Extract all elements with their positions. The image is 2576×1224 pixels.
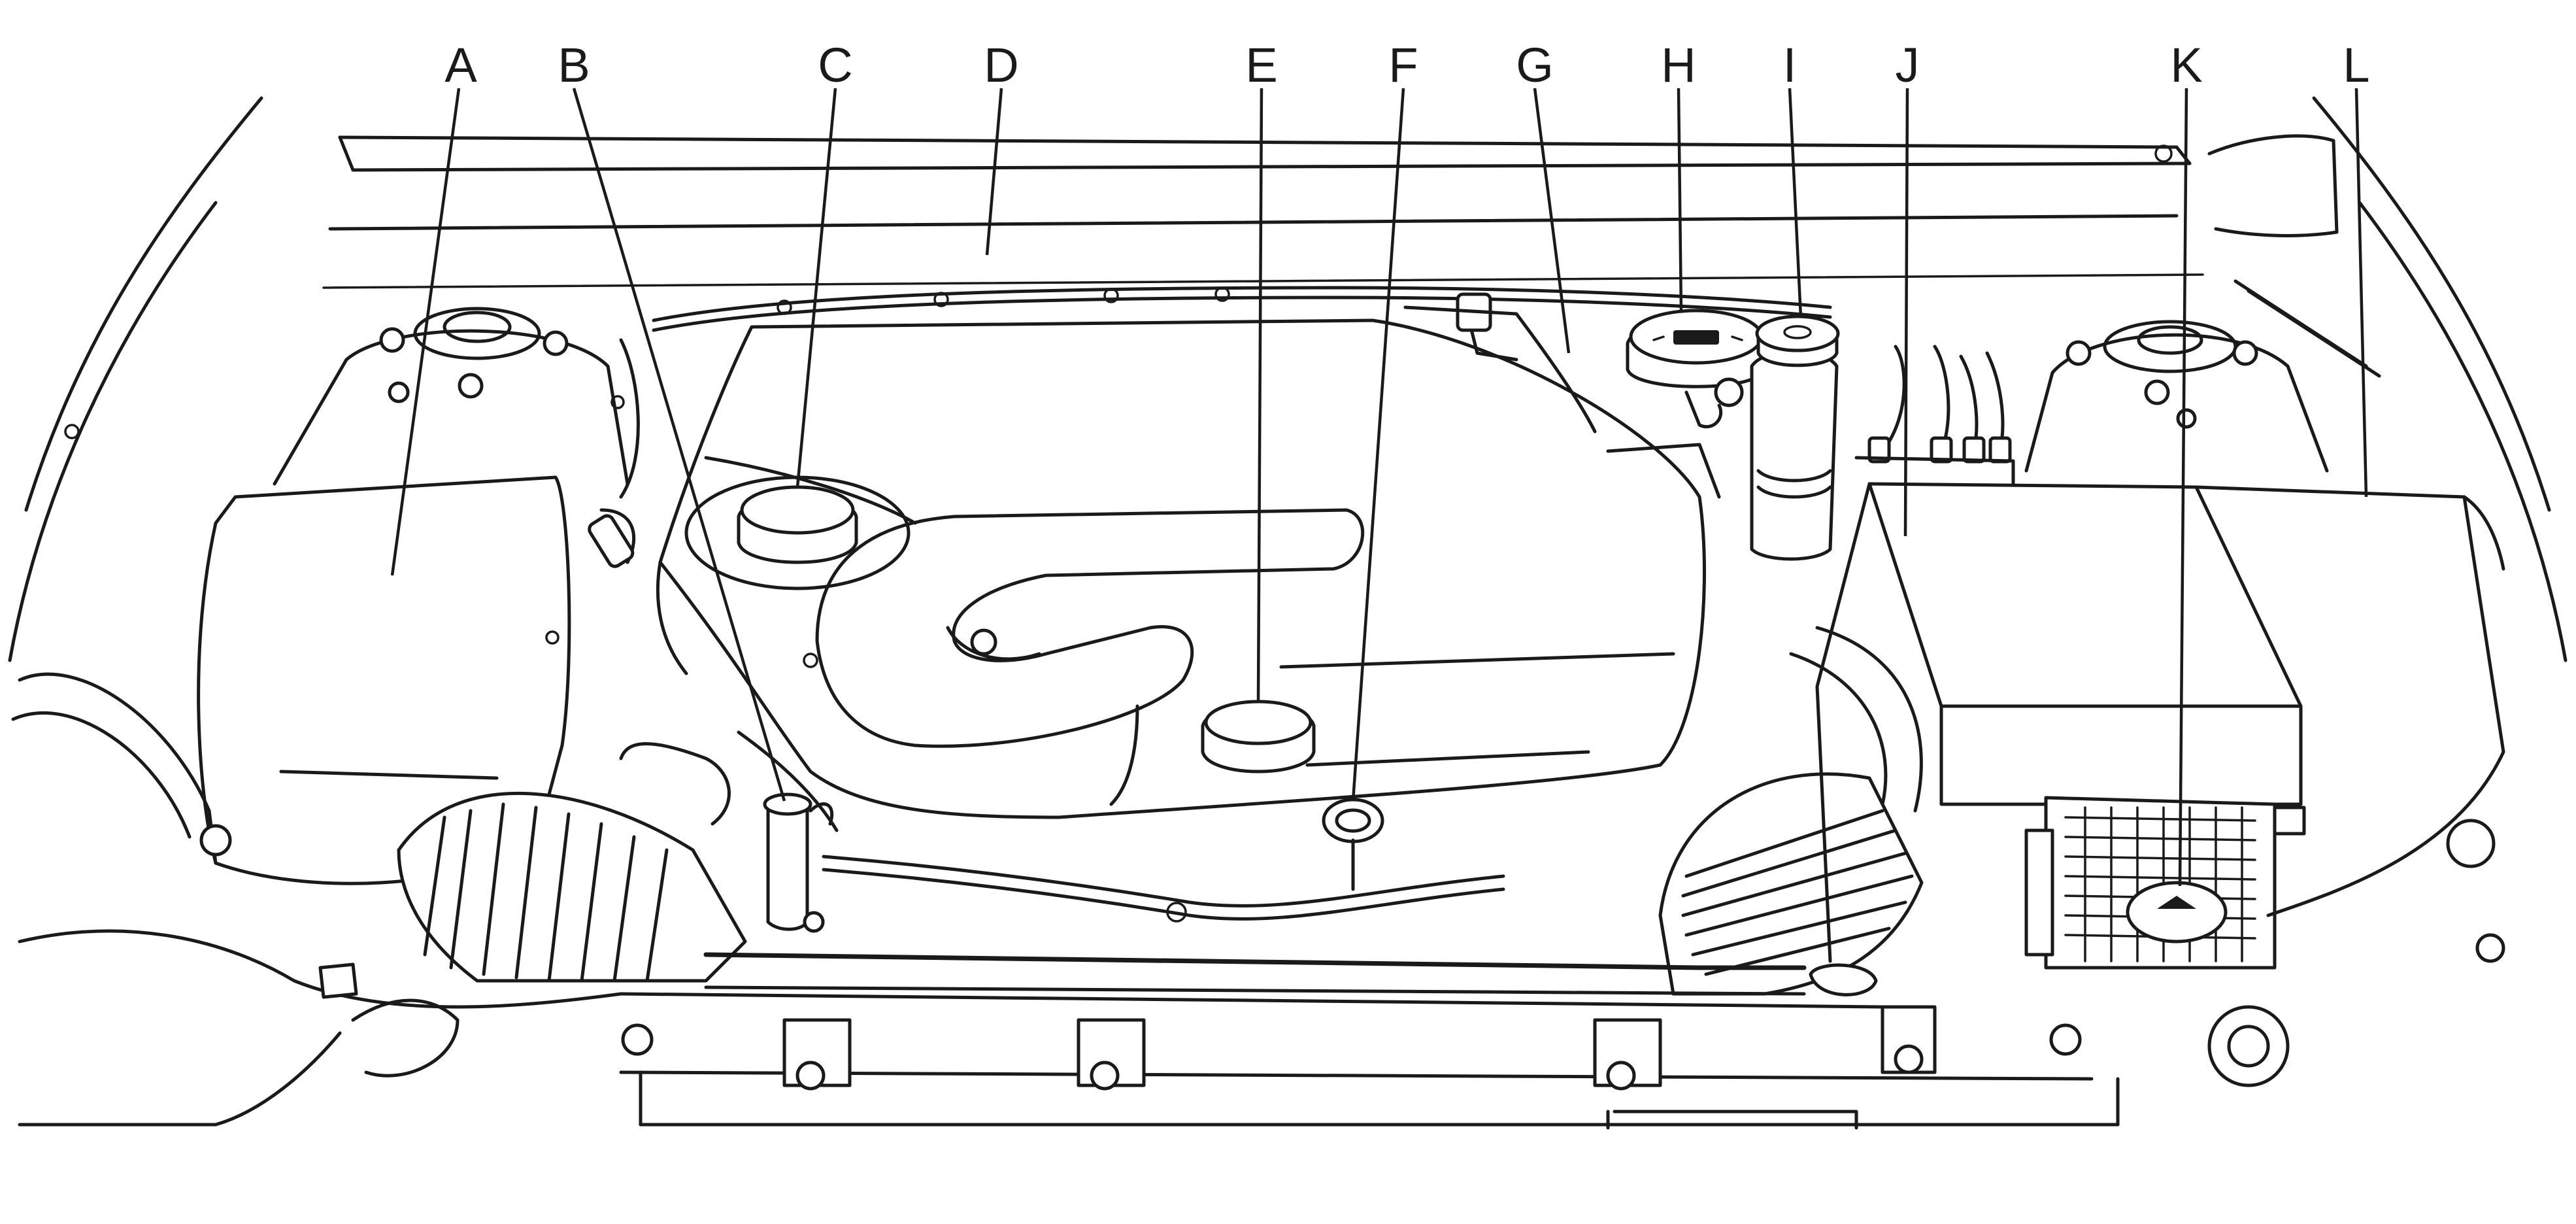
battery	[2024, 796, 2306, 970]
callout-b: B	[558, 38, 590, 92]
reservoir-cap	[1201, 700, 1316, 774]
leader-line-d	[985, 88, 1003, 256]
hood-and-fenders	[8, 96, 2568, 662]
leader-line-c	[795, 88, 837, 488]
leader-line-j	[1903, 88, 1909, 537]
intake-duct-left	[397, 791, 747, 983]
leader-line-e	[1256, 88, 1263, 702]
transmission-dipstick	[619, 742, 834, 933]
connector-wires	[1854, 345, 2015, 489]
wiring-harness	[652, 286, 1832, 362]
leader-line-k	[2178, 88, 2188, 887]
front-hose	[822, 855, 1505, 923]
oil-dipstick	[1322, 798, 1384, 891]
left-strut-tower	[64, 307, 640, 499]
callout-l: L	[2343, 38, 2369, 92]
leader-line-a	[390, 88, 461, 576]
brake-master-cylinder	[1403, 305, 1721, 499]
leader-line-g	[1533, 88, 1571, 354]
radiator-support	[619, 952, 2120, 1130]
intake-duct-right	[1658, 626, 1924, 996]
engine-cover	[656, 318, 1706, 832]
fender-liner-right	[2194, 485, 2505, 1087]
callout-c: C	[818, 38, 852, 92]
washer-fluid-cap	[1750, 314, 1840, 561]
air-cleaner-housing	[197, 475, 636, 885]
fender-liner-left	[11, 672, 2505, 1127]
leader-line-h	[1677, 88, 1683, 313]
callout-e: E	[1245, 38, 1277, 92]
coolant-pressure-cap	[1626, 309, 1767, 429]
leader-line-i	[1788, 88, 1803, 318]
callout-f: F	[1388, 38, 1418, 92]
callout-a: A	[444, 38, 477, 92]
callout-j: J	[1896, 38, 1920, 92]
callout-i: I	[1783, 38, 1797, 92]
callout-labels: A B C D E F G H I J K L	[444, 38, 2369, 92]
leader-line-f	[1351, 88, 1405, 802]
leader-line-b	[572, 88, 786, 802]
leader-line-l	[2354, 88, 2368, 498]
leader-lines	[390, 88, 2368, 887]
callout-g: G	[1516, 38, 1554, 92]
callout-k: K	[2170, 38, 2202, 92]
callout-d: D	[984, 38, 1018, 92]
callout-h: H	[1661, 38, 1696, 92]
right-strut-tower	[2024, 320, 2329, 473]
